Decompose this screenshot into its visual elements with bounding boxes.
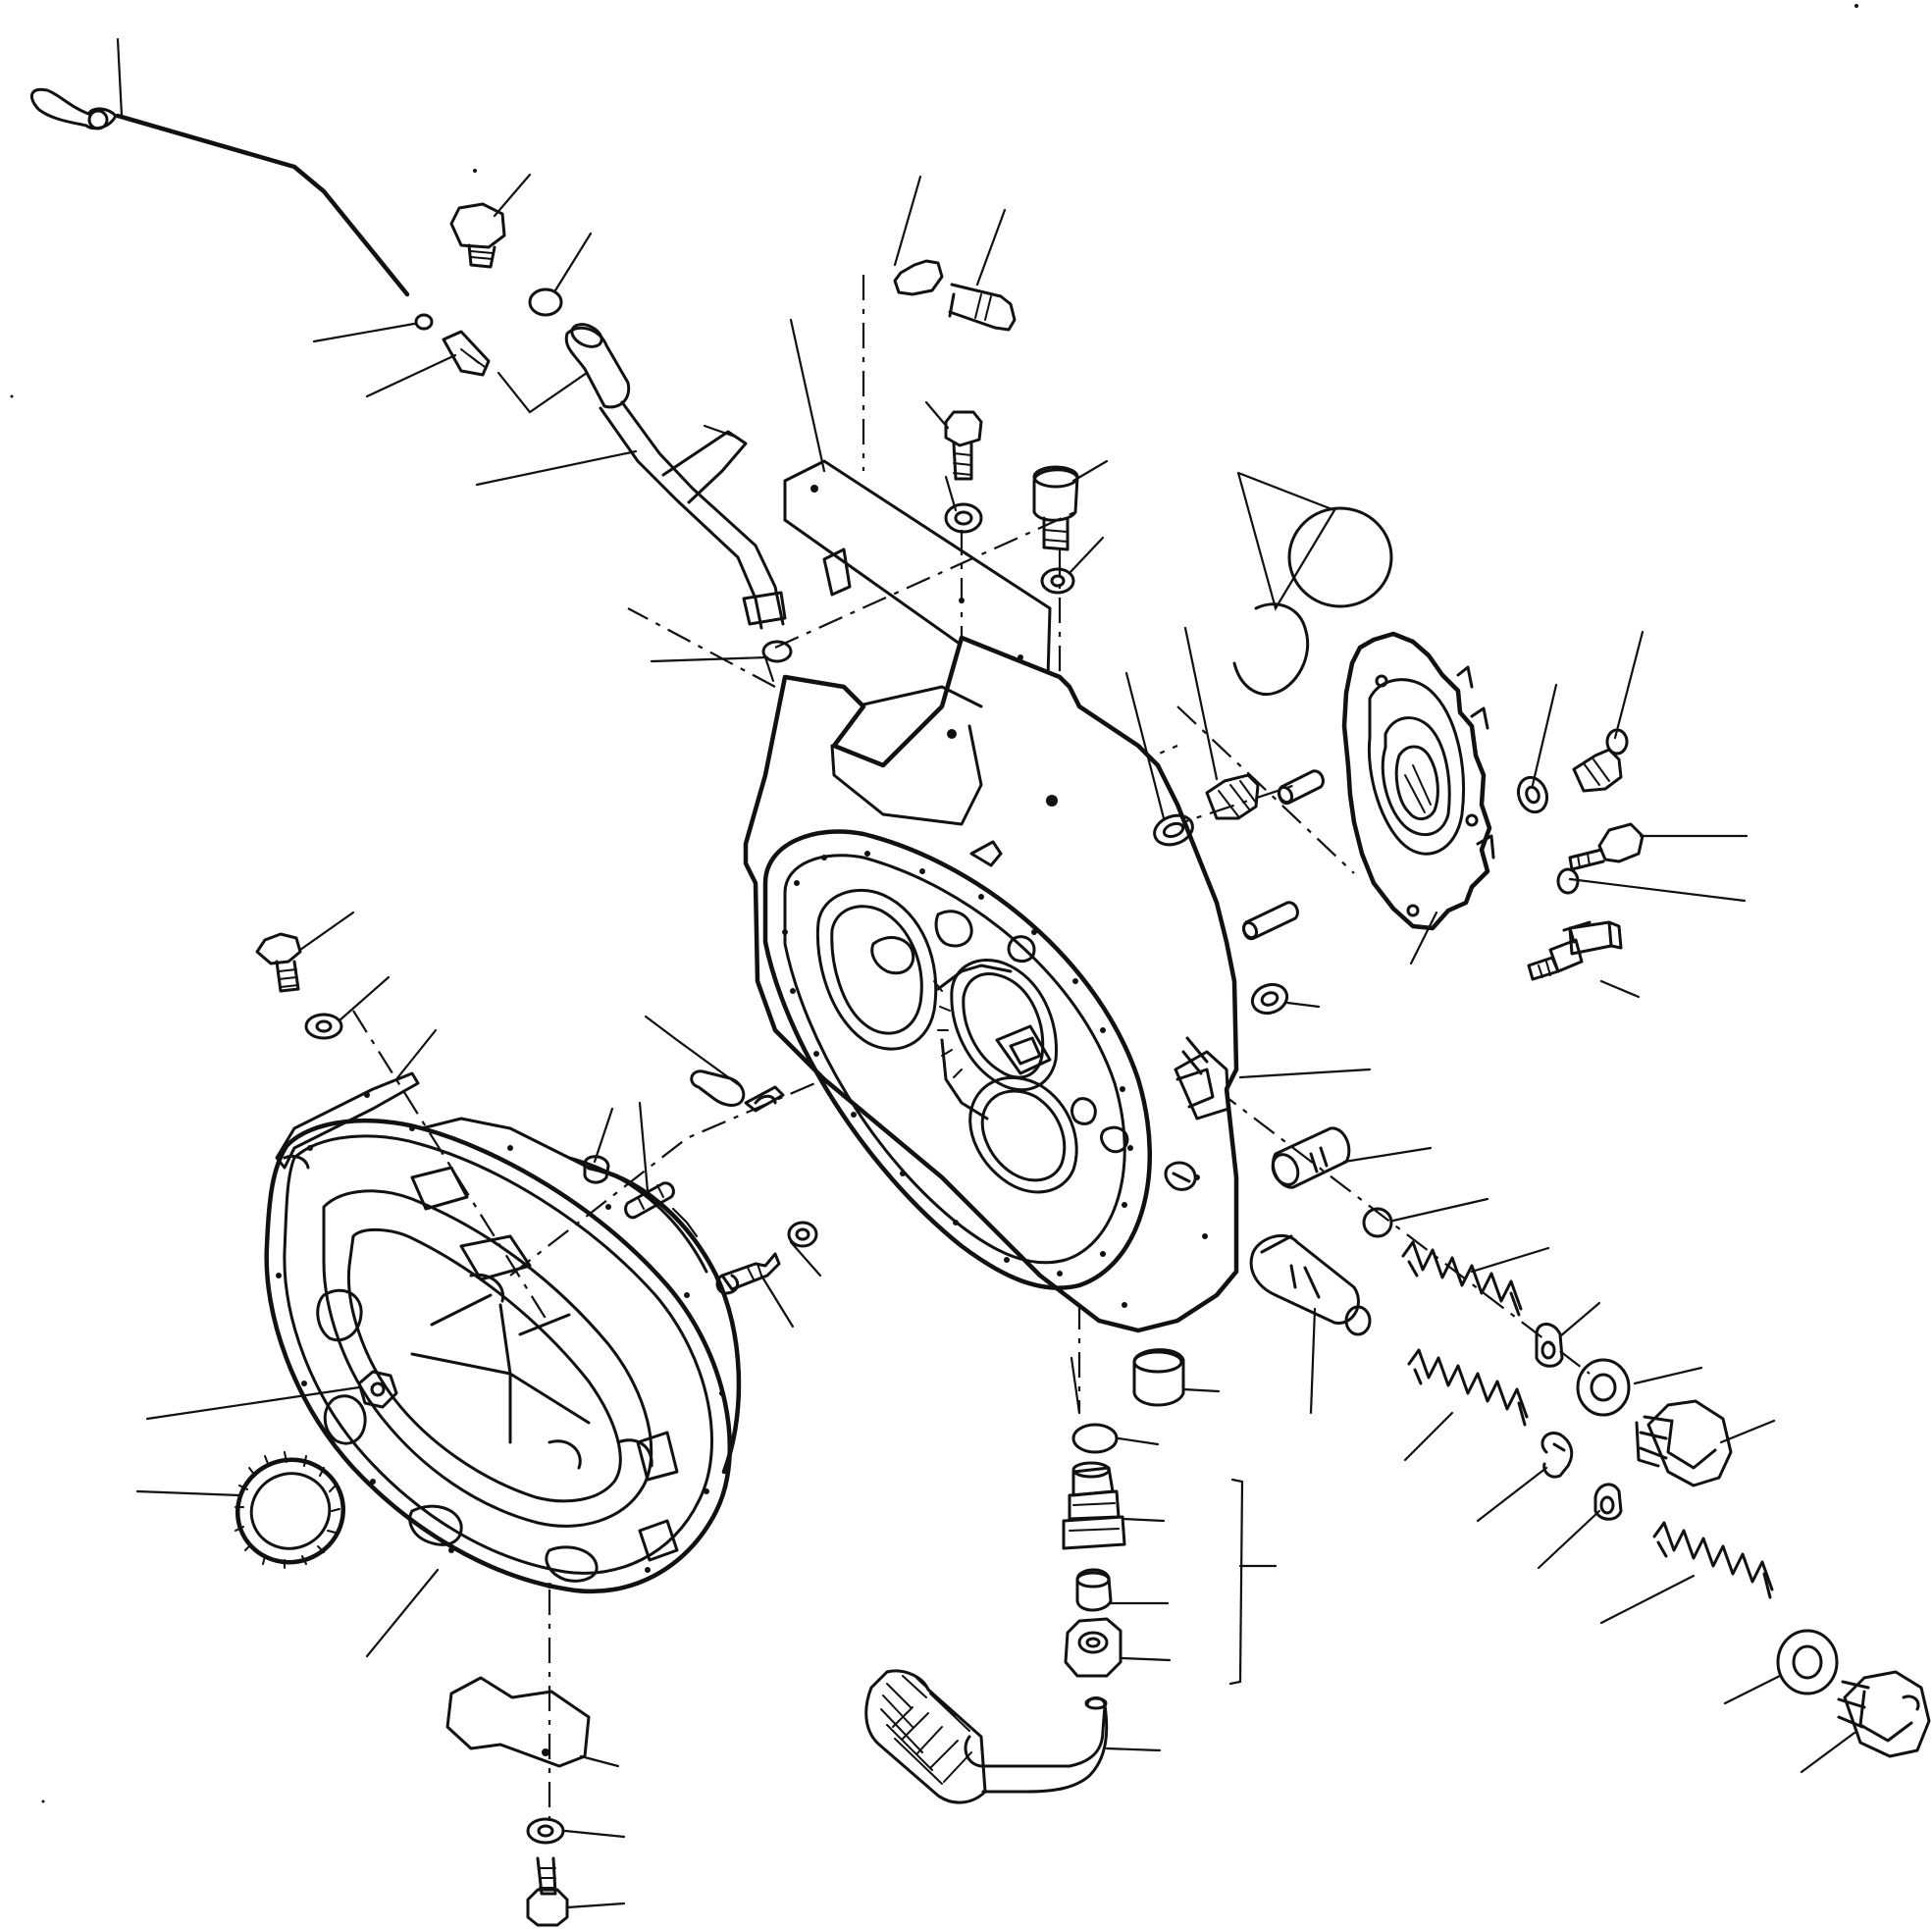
bottom-cap [1132,1348,1185,1407]
leader-lines [116,37,1856,1909]
converter-dowel-cap [583,1155,610,1184]
dipstick [30,87,410,297]
pump-plug [1153,773,1260,847]
gasket-ring-right [1576,1358,1631,1417]
spring-seat [1535,1323,1564,1368]
cover-plate-bottom [445,1676,591,1768]
oil-seal [235,1451,346,1569]
transmission-housing [743,635,1239,1333]
converter-housing [264,1117,742,1594]
center-plug [1032,465,1079,595]
housing-bolt-left [715,1221,818,1295]
dowel-pin-lower [1241,901,1299,941]
breather-plug [414,202,563,377]
drain-fitting [1062,1461,1126,1550]
converter-top-washer [304,1013,343,1040]
snap-ring [1540,1432,1574,1479]
small-o-ring-bottom [1071,1423,1119,1454]
dowel-pin-upper [1277,769,1325,806]
bracket-bolt-1 [893,259,1017,332]
valve-spool-lower [1249,1233,1372,1336]
spring-lower [1652,1521,1774,1599]
large-o-rings [1232,506,1393,696]
filler-tube [564,323,793,663]
bracket [783,459,1052,689]
baffle-clip [690,1069,785,1113]
gasket-ring-lower [1776,1629,1839,1695]
drain-hose [864,1669,1109,1804]
drain-valve [1075,1568,1113,1612]
pump-washer [1516,775,1549,814]
plug-right-upper [1635,1399,1733,1487]
pump-cover [1341,631,1495,931]
bracket-bolt-2 [944,410,983,534]
spring-seat-lower [1593,1483,1623,1521]
cover-bottom-washer [526,1817,565,1845]
converter-top-bolt [255,932,302,993]
cover-bottom-bolt [526,1856,569,1927]
plug-right-lower [1837,1670,1931,1758]
flange-bolt-holes [782,851,1208,1308]
check-ball [1362,1207,1393,1238]
converter-stud [624,1181,675,1220]
temperature-sender [1527,920,1623,981]
pump-fitting-plug [1572,728,1629,793]
specks [10,4,1858,1803]
small-ring-side [1250,982,1289,1016]
spring-middle [1407,1348,1529,1427]
drain-bracket-line [1228,1478,1278,1686]
spring-upper [1401,1240,1523,1317]
cover-plate-top [275,1071,420,1170]
drain-nut [1064,1617,1123,1678]
